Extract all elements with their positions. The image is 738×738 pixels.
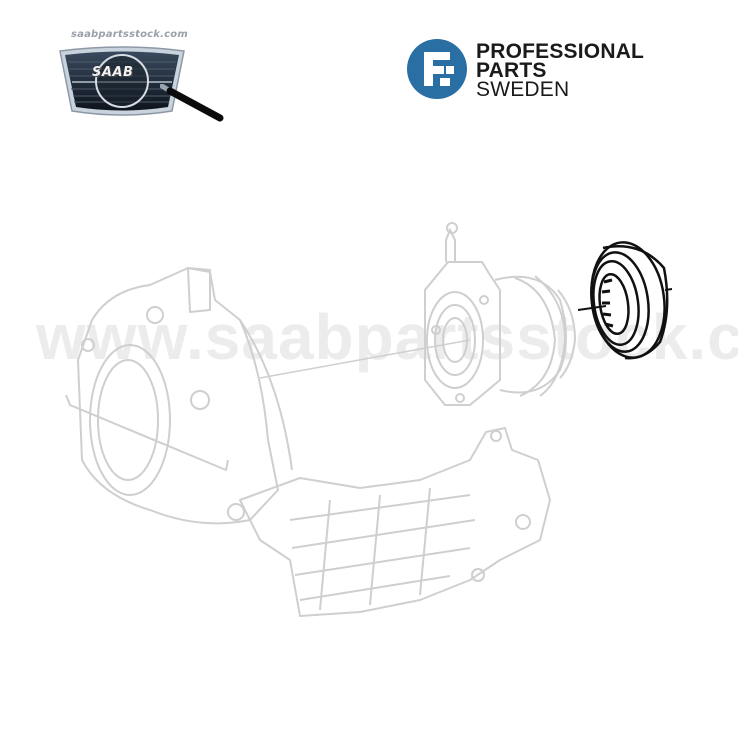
release-bearing-housing bbox=[424, 222, 577, 406]
professional-parts-sweden-logo: PROFESSIONAL PARTS SWEDEN bbox=[406, 38, 706, 108]
magnifying-glass-handle-icon bbox=[160, 84, 224, 122]
saab-grille-icon bbox=[59, 46, 185, 116]
highlighted-seal-bearing bbox=[590, 241, 669, 360]
pps-text-sweden: SWEDEN bbox=[476, 78, 570, 101]
pps-text-professional: PROFESSIONAL bbox=[476, 40, 645, 63]
pps-text-parts: PARTS bbox=[476, 59, 547, 82]
watermark: www.saabpartsstock.com bbox=[36, 301, 738, 373]
saab-wordmark: SAAB bbox=[92, 65, 134, 80]
pps-emblem-icon bbox=[407, 39, 467, 99]
saab-parts-stock-logo: saabpartsstock.com SAAB bbox=[52, 26, 227, 126]
gearbox-housing bbox=[65, 267, 551, 617]
logo-url-text: saabpartsstock.com bbox=[71, 29, 188, 40]
